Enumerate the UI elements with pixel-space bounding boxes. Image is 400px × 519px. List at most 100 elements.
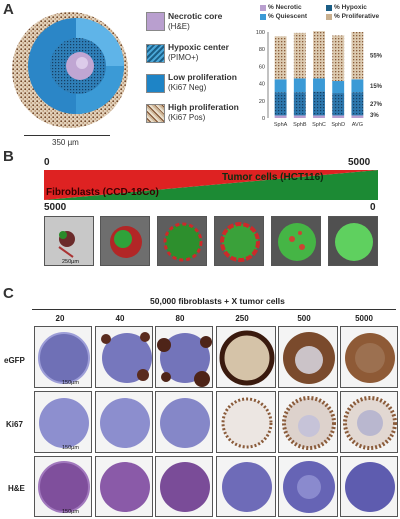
egfp-tile-250 [216, 326, 276, 388]
ki67-tile-80 [155, 391, 213, 453]
bar-AVG-2 [351, 79, 364, 93]
bar-SphC-3 [313, 31, 325, 79]
bar-AVG-1 [351, 92, 364, 116]
he-tile-250 [216, 456, 276, 517]
y-tick-label: 80 [259, 47, 265, 53]
he-tile-20 [34, 456, 92, 517]
bar-SphB-3 [293, 32, 306, 79]
spheroid-illustration [12, 12, 128, 128]
chart-legend: % Necrotic % Hypoxic % Quiescent % Proli… [260, 4, 396, 24]
bar-SphD-0 [332, 115, 345, 118]
fibroblasts-label: Fibroblasts (CCD-18Co) [46, 187, 159, 198]
x-tick-label: SphA [274, 122, 288, 128]
x-tick-label: AVG [352, 122, 363, 128]
legend-key-necrotic [260, 5, 266, 11]
fluor-tile-4 [214, 216, 264, 266]
legend-high-title: High proliferation [168, 102, 239, 112]
y-tick-label: 40 [259, 82, 265, 88]
egfp-tile-5000 [340, 326, 398, 388]
panel-c-rule [32, 309, 396, 310]
legend-hypoxic-title: Hypoxic center [168, 42, 229, 52]
panel-c-title: 50,000 fibroblasts + X tumor cells [150, 296, 285, 306]
ki67-tile-5000 [340, 391, 398, 453]
fluor-scale-label: 250µm [62, 259, 79, 265]
legend-low-sub: (Ki67 Neg) [168, 83, 207, 92]
legend-low-title: Low proliferation [168, 72, 237, 82]
bar-SphB-0 [293, 115, 306, 118]
egfp-scale-label: 150µm [62, 380, 79, 386]
egfp-tile-20 [34, 326, 92, 388]
legend-key-quiescent [260, 14, 266, 20]
he-tile-5000 [340, 456, 398, 517]
row-header-he: H&E [8, 484, 25, 493]
legend-key-hypoxic [326, 5, 332, 11]
he-scale-label: 150µm [62, 509, 79, 515]
gradient-top-left-value: 0 [44, 157, 50, 168]
tumor-cells-label: Tumor cells (HCT116) [222, 172, 324, 183]
legend-necrotic-title: Necrotic core [168, 11, 223, 21]
col-header-20: 20 [55, 314, 65, 323]
gradient-top-right-value: 5000 [348, 157, 371, 168]
bar-AVG-0 [351, 115, 364, 118]
scale-label-a: 350 µm [52, 138, 79, 147]
legend-text-quiescent: % Quiescent [268, 13, 308, 20]
low-prolif-swatch [146, 74, 165, 93]
bar-SphA-2 [274, 79, 287, 93]
fluor-tile-2 [100, 216, 150, 266]
bar-SphA-1 [274, 92, 287, 116]
fluor-tile-1 [44, 216, 94, 266]
bar-SphC-2 [313, 78, 325, 92]
avg-percent-label: 27% [370, 102, 383, 108]
gradient-wedges [44, 170, 378, 200]
panel-a-letter: A [3, 1, 14, 18]
bar-SphC-0 [313, 115, 325, 118]
row-header-ki67: Ki67 [6, 420, 23, 429]
fluor-tile-3 [157, 216, 207, 266]
bar-SphB-2 [293, 78, 306, 93]
x-tick-label: SphC [312, 122, 326, 128]
avg-percent-label: 55% [370, 54, 383, 60]
he-tile-80 [155, 456, 213, 517]
avg-percent-label: 3% [370, 113, 379, 119]
x-tick-label: SphB [293, 122, 307, 128]
col-header-500: 500 [297, 314, 311, 323]
egfp-tile-500 [278, 326, 338, 388]
he-tile-500 [278, 456, 338, 517]
col-header-250: 250 [235, 314, 249, 323]
bar-SphB-1 [293, 92, 306, 116]
y-tick-label: 20 [259, 99, 265, 105]
col-header-80: 80 [175, 314, 185, 323]
legend-hypoxic-sub: (PIMO+) [168, 53, 199, 62]
bar-SphA-3 [274, 36, 287, 80]
bar-SphD-2 [332, 81, 345, 94]
legend-text-necrotic: % Necrotic [268, 4, 302, 11]
ki67-scale-label: 150µm [62, 445, 79, 451]
col-header-5000: 5000 [355, 314, 373, 323]
legend-necrotic-sub: (H&E) [168, 22, 190, 31]
legend-key-proliferative [326, 14, 332, 20]
ki67-tile-40 [95, 391, 153, 453]
panel-c-letter: C [3, 285, 14, 302]
he-tile-40 [95, 456, 153, 517]
egfp-tile-80 [155, 326, 213, 388]
y-tick-label: 0 [262, 116, 265, 122]
necrotic-swatch [146, 12, 165, 31]
bar-SphA-0 [274, 115, 287, 118]
col-header-40: 40 [115, 314, 125, 323]
y-tick-label: 100 [256, 30, 265, 36]
row-header-egfp: eGFP [4, 356, 25, 365]
fluor-tile-6 [328, 216, 378, 266]
legend-text-proliferative: % Proliferative [334, 13, 380, 20]
legend-text-hypoxic: % Hypoxic [334, 4, 367, 11]
fluor-tile-5 [271, 216, 321, 266]
bar-SphC-1 [313, 91, 325, 116]
ki67-tile-20 [34, 391, 92, 453]
bar-SphD-3 [332, 35, 345, 82]
gradient-bottom-right-value: 0 [370, 202, 376, 213]
x-tick-label: SphD [331, 122, 345, 128]
ki67-tile-250 [216, 391, 276, 453]
legend-high-sub: (Ki67 Pos) [168, 113, 206, 122]
gradient-bottom-left-value: 5000 [44, 202, 67, 213]
panel-b-letter: B [3, 148, 14, 165]
